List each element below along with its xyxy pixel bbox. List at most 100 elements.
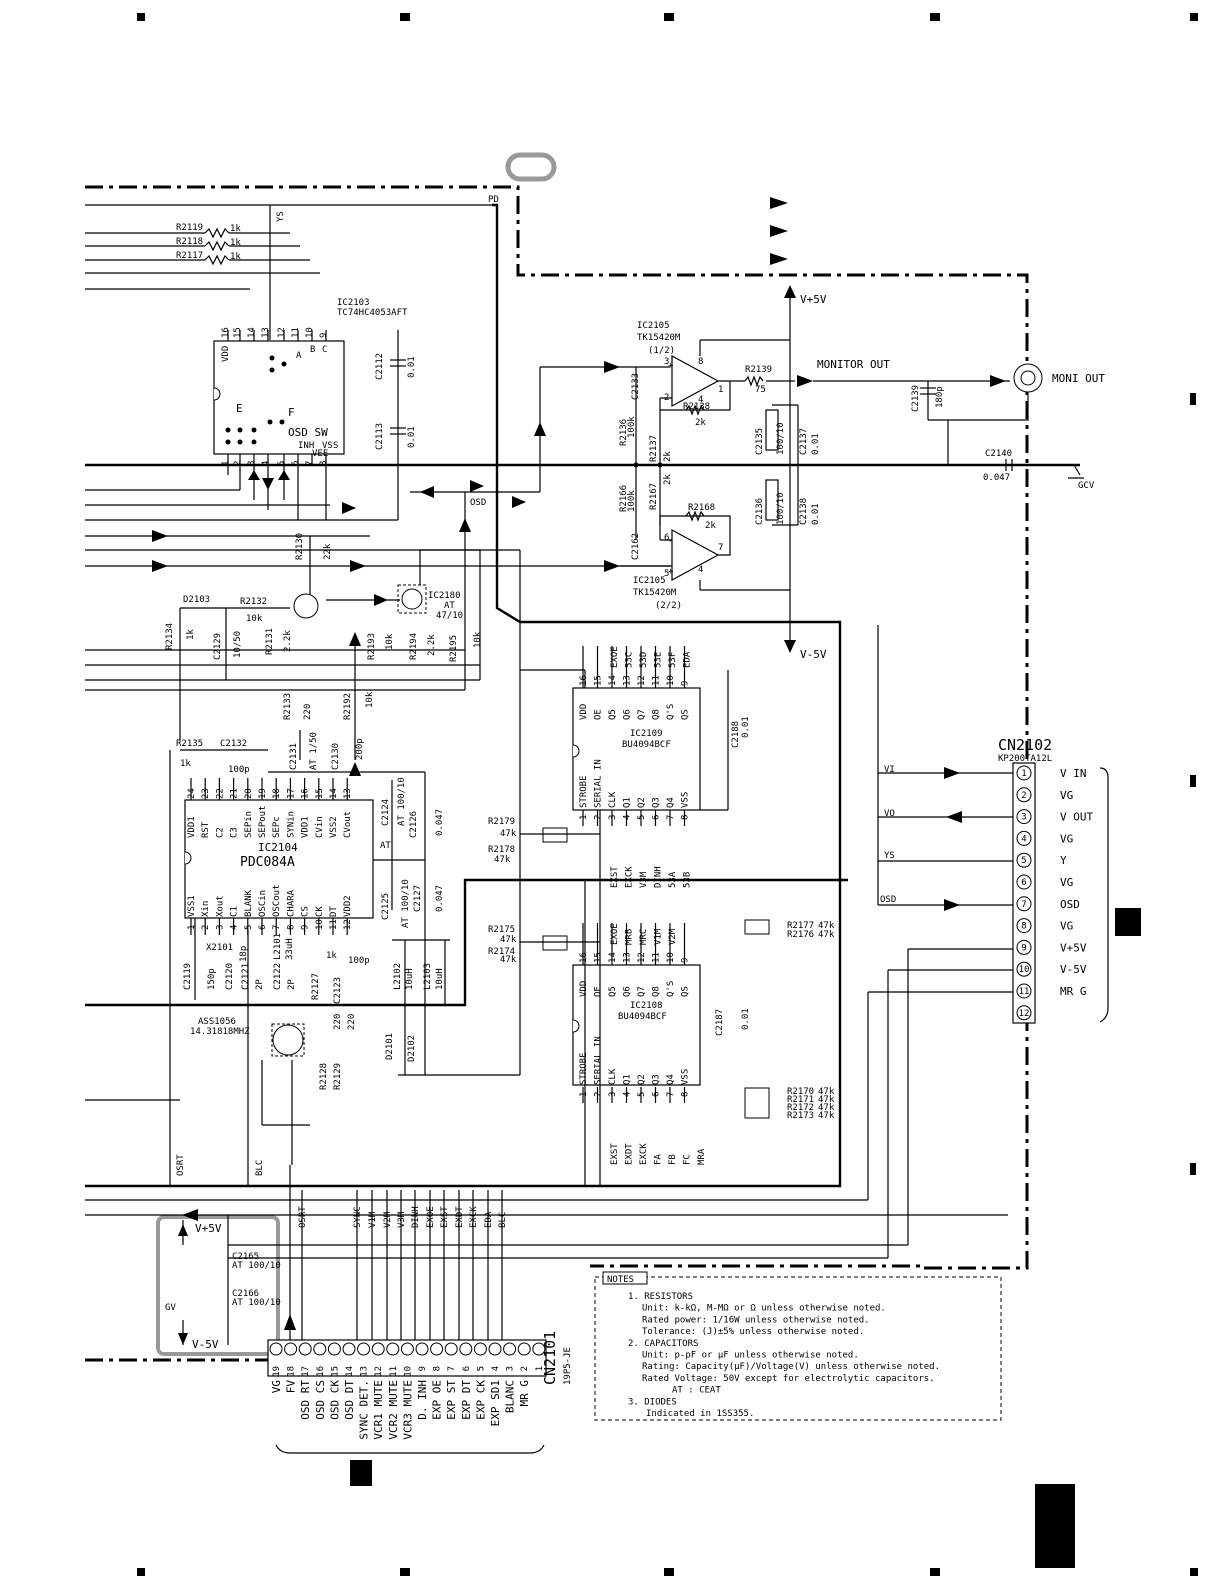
ic2108-pins-top-name: Q6 [623, 986, 633, 997]
ic2105b-ref: IC2105 [633, 576, 666, 586]
c2132-value: 100p [228, 765, 250, 775]
cn2101-pin-circle [298, 1342, 312, 1356]
c2162-ref: C2162 [631, 533, 641, 560]
notes-line: Rated power: 1/16W unless otherwise note… [642, 1315, 870, 1325]
ic2109-pins-top-pin: 13 [623, 675, 633, 686]
r2117-value: 1k [230, 252, 241, 262]
cn2101-pin-name: EXP OE [431, 1380, 444, 1420]
r2177: R2177 [787, 921, 814, 931]
ic2103-pin6: 6 [291, 461, 301, 466]
ic2103-pin9: 9 [319, 333, 329, 338]
ic2109-pins-bot-pin: 8 [681, 815, 691, 820]
ic2108-pins-bot-name: Q4 [666, 1074, 676, 1085]
l2103-ref: L2103 [423, 963, 433, 990]
c2121-ref: C2121 [241, 963, 251, 990]
ic2180-part: AT [444, 601, 455, 611]
r2128-value: 220 [333, 1014, 343, 1030]
c2120-ref: C2120 [225, 963, 235, 990]
r2179-ref: R2179 [488, 817, 515, 827]
ic2108-pins-top-pin: 11 [652, 952, 662, 963]
registration-marks [137, 13, 1198, 1576]
ic2109-pins-bot-net: V3M [639, 871, 649, 888]
ic2104-bot-name: VDD2 [343, 895, 353, 917]
net-blc-left: BLC [255, 1160, 265, 1176]
l2101-ref: L2101 [273, 933, 283, 960]
ic2103-a: A [296, 351, 302, 361]
ic2104-top-name: RST [201, 821, 211, 838]
notes-line: Rated Voltage: 50V except for electrolyt… [642, 1374, 935, 1384]
r2192-value: 10k [365, 691, 375, 708]
c2166-ref: C2166 [232, 1289, 259, 1299]
r2127-ref: R2127 [311, 973, 321, 1000]
top-right-arrows [770, 197, 788, 265]
ic2108-pins-bot-name: CLK [608, 1068, 618, 1085]
cn2102-pin-circle [1016, 896, 1032, 912]
cn2101-pin-circle [357, 1342, 371, 1356]
ic2108-pins-bot-pin: 1 [579, 1092, 589, 1097]
r2194-value: 2.2k [427, 634, 437, 656]
c2137-value: 0.01 [811, 433, 821, 455]
cn2101-pin-number: 15 [330, 1366, 340, 1377]
ic2109-pins-bot-pin: 1 [579, 815, 589, 820]
ic2104-bot-pin: 7 [272, 925, 282, 930]
cn2101-pin-name: VCR2 MUTE [387, 1380, 400, 1440]
cn2101-pin-name: SYNC DET. [358, 1380, 371, 1440]
ic2108-pins-bot-pin: 7 [666, 1092, 676, 1097]
moni-out-label: MONI OUT [1052, 372, 1105, 385]
ic2104-top-pin: 24 [187, 788, 197, 799]
bus-label: V2M [383, 1211, 393, 1228]
ic2103-pin4: 4 [261, 461, 271, 466]
board-outline [85, 185, 1029, 1362]
svg-text:+: + [668, 567, 674, 577]
ic2109-pins-bot-name: STROBE [579, 775, 589, 808]
ic2103-sec-f: F [288, 406, 295, 419]
bus-label: V1M [368, 1211, 378, 1228]
ic2108-pins-top-net: MRC [639, 929, 649, 945]
ic2103-vss: VSS [322, 441, 338, 451]
ic2108-pins-bot-pin: 2 [594, 1092, 604, 1097]
c2123-value: 100p [348, 956, 370, 966]
cn2101-ref: CN2101 [541, 1331, 559, 1385]
r2193-value: 10k [385, 633, 395, 650]
cn2101-pin-name: EXP CK [474, 1380, 487, 1420]
r2178-value: 47k [494, 855, 511, 865]
c2124-value: AT 100/10 [397, 777, 407, 826]
ic2109-pins-bot-name: Q3 [652, 797, 662, 808]
c2129-value: 10/50 [233, 631, 243, 658]
ic2109-pins-bot-pin: 3 [608, 815, 618, 820]
ic2103-vdd: VDD [221, 346, 231, 362]
pin-6: 6 [664, 533, 669, 543]
ic2104-bot-pin: 3 [215, 925, 225, 930]
c2127-ref: C2127 [413, 885, 423, 912]
bus-label: EXDT [455, 1206, 465, 1228]
ic2104-top-name: C3 [230, 827, 240, 838]
ic2104-bot-name: CHARA [286, 889, 296, 917]
cn2101-pin-number: 11 [389, 1366, 399, 1377]
notes-line: Indicated in 1SS355. [646, 1409, 754, 1419]
ic2109-pins-top-name: Q'S [666, 704, 676, 720]
r2176-value: 47k [818, 930, 835, 940]
ic2108-pins-bot-net: FB [668, 1154, 678, 1165]
cn2102-pin-circle [1016, 830, 1032, 846]
ic2109-pins-top-name: QS [681, 709, 691, 720]
cn2101-pin-number: 1 [535, 1366, 545, 1371]
cn2101-pin-name: VCR3 MUTE [401, 1380, 414, 1440]
r2134-ref: R2134 [165, 623, 175, 650]
r2117-ref: R2117 [176, 251, 203, 261]
cn2102-pin-circle [1016, 765, 1032, 781]
ic2103-b: B [310, 345, 315, 355]
ic2105b-part: TK15420M [633, 588, 677, 598]
ic2109-pins-bot-name: VSS [681, 792, 691, 808]
cn2102-pin-name: VG [1060, 876, 1073, 889]
ic2108-pins-bot-net: FA [654, 1154, 664, 1165]
ic2108-pins-top-name: Q8 [652, 986, 662, 997]
r2171-value: 47k [818, 1095, 835, 1105]
cn2102-pin-number: 11 [1019, 987, 1030, 997]
ic2108-pins-top-name: Q7 [637, 986, 647, 997]
ic2108-pins-bot-net: MRA [697, 1148, 707, 1165]
r2132-value: 10k [246, 614, 263, 624]
notes-line: 3. DIODES [628, 1397, 677, 1407]
cn2102-pin-circle [1016, 918, 1032, 934]
c2130-value: 200p [355, 738, 365, 760]
r2170-value: 47k [818, 1087, 835, 1097]
